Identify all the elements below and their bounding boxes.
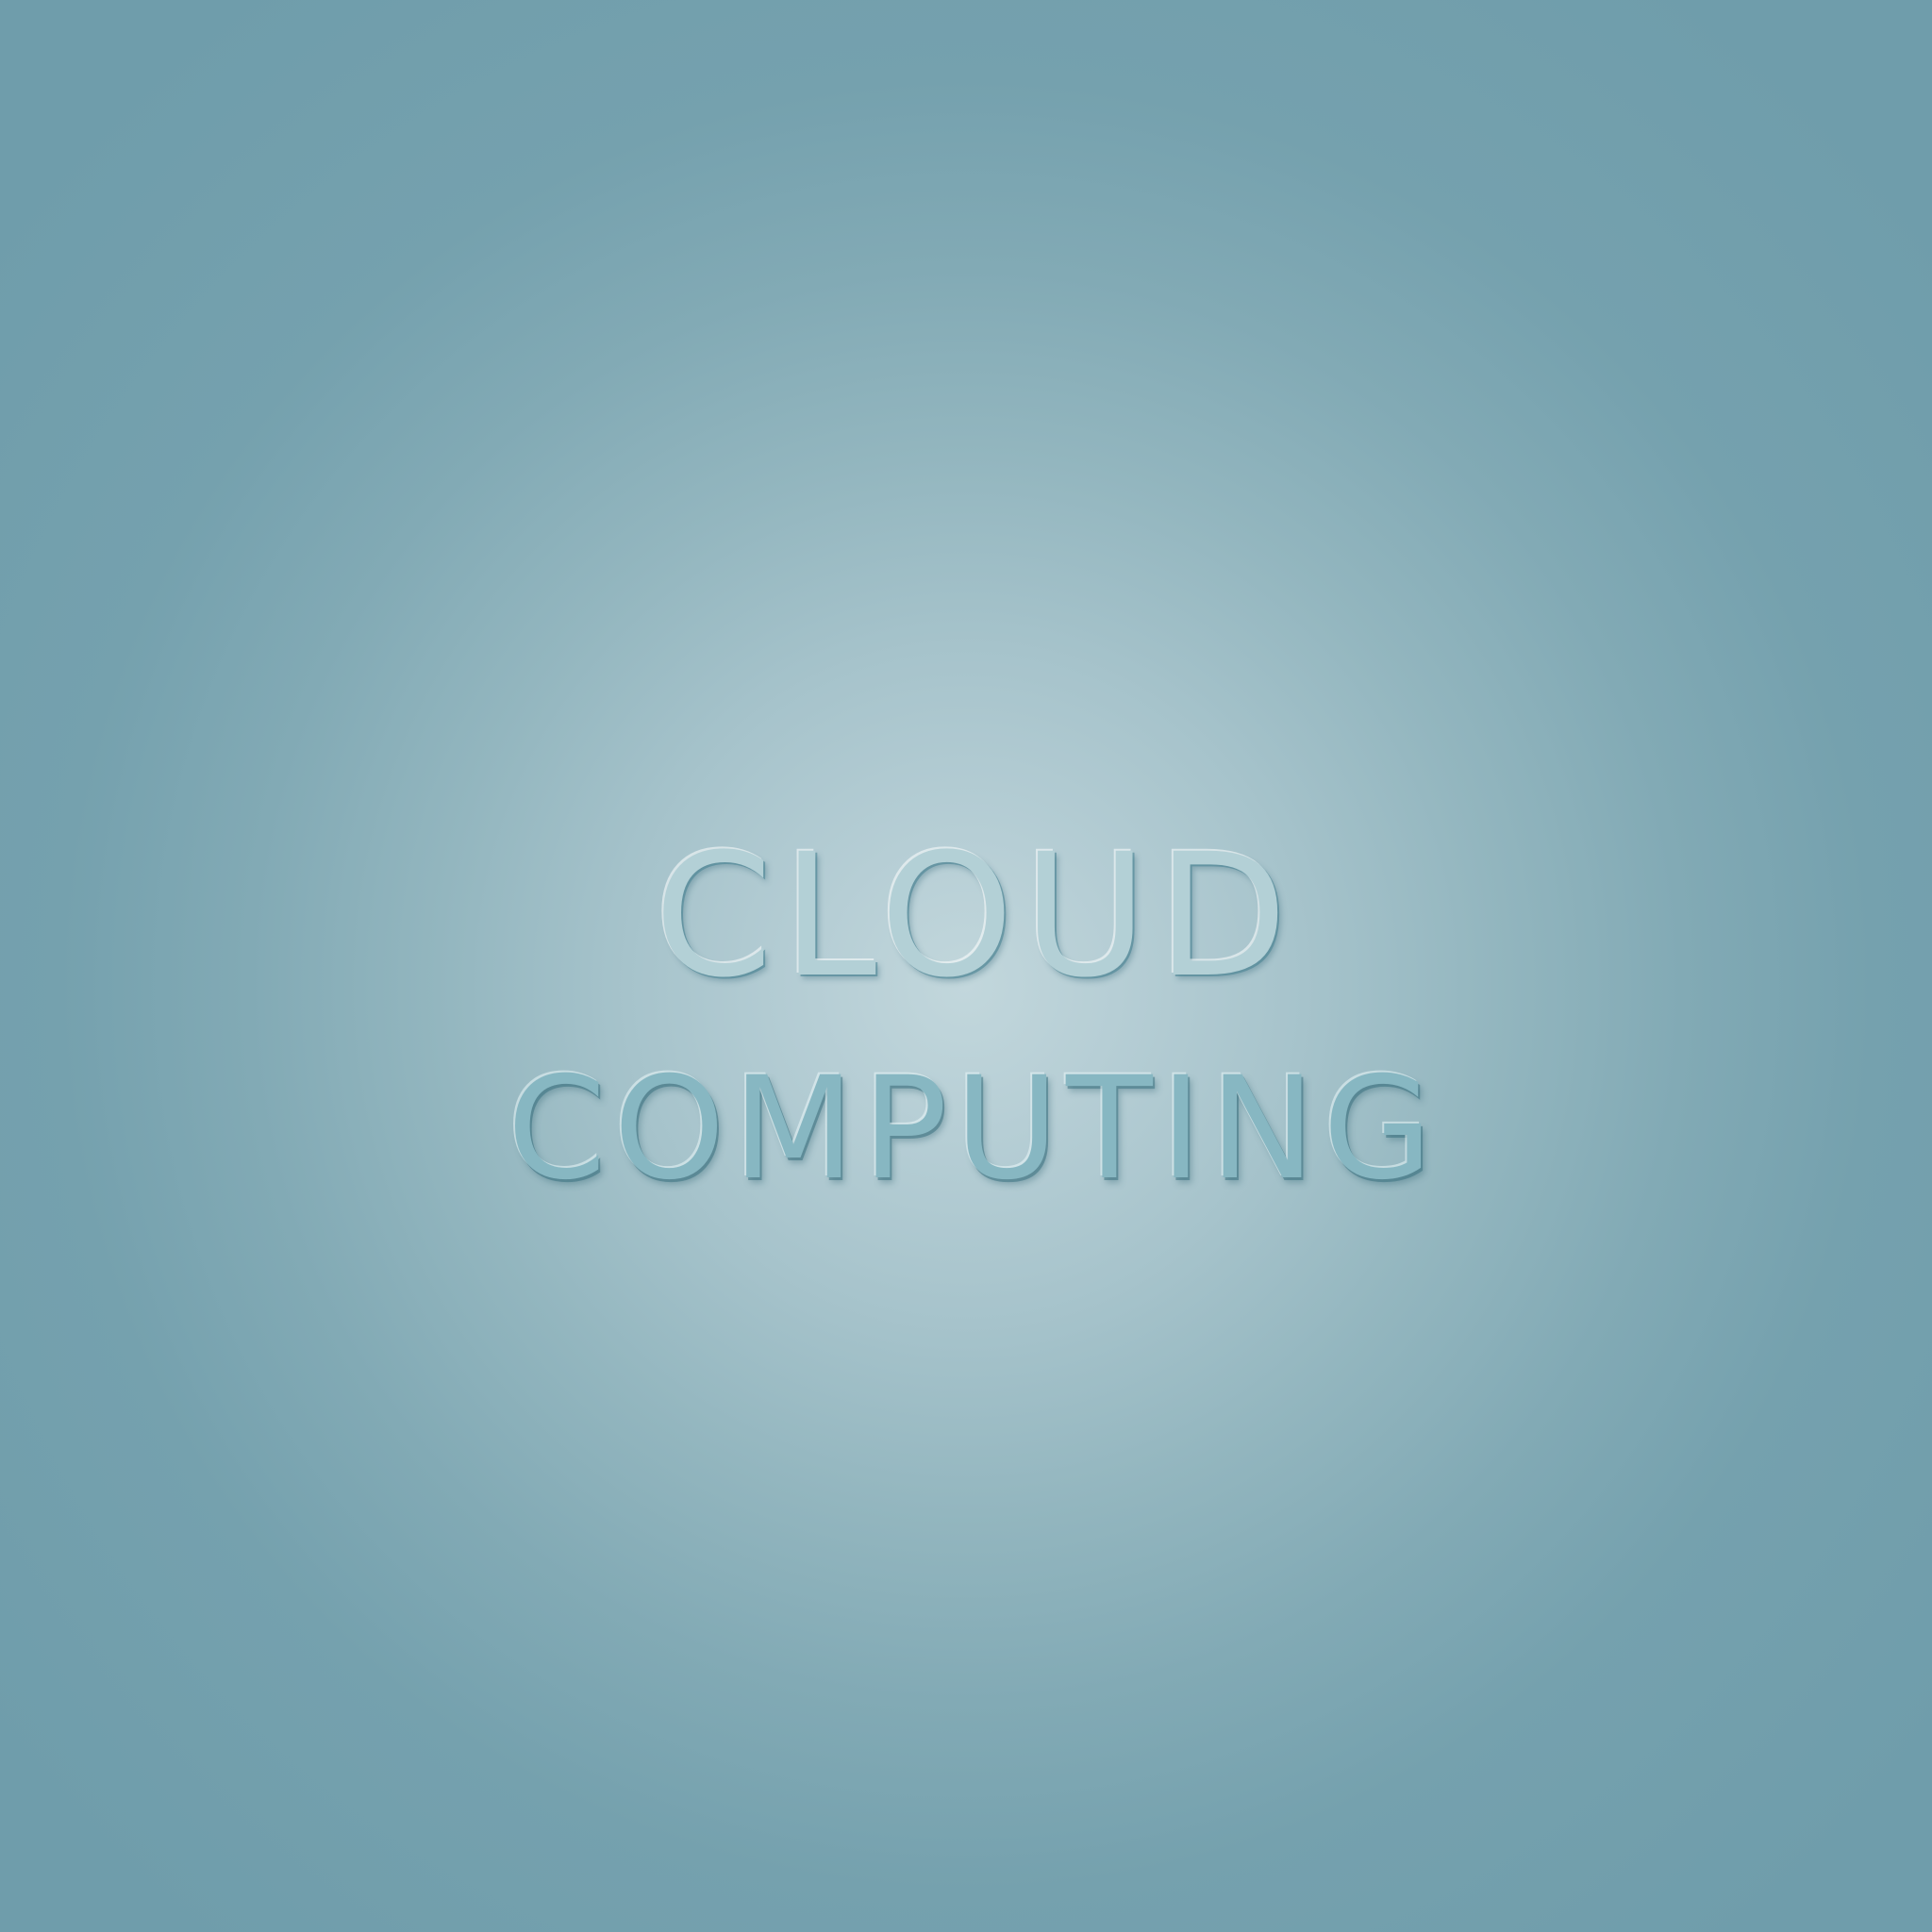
headline-line-computing: COMPUTING: [507, 1047, 1441, 1211]
headline-line-cloud: CLOUD: [654, 818, 1297, 1015]
